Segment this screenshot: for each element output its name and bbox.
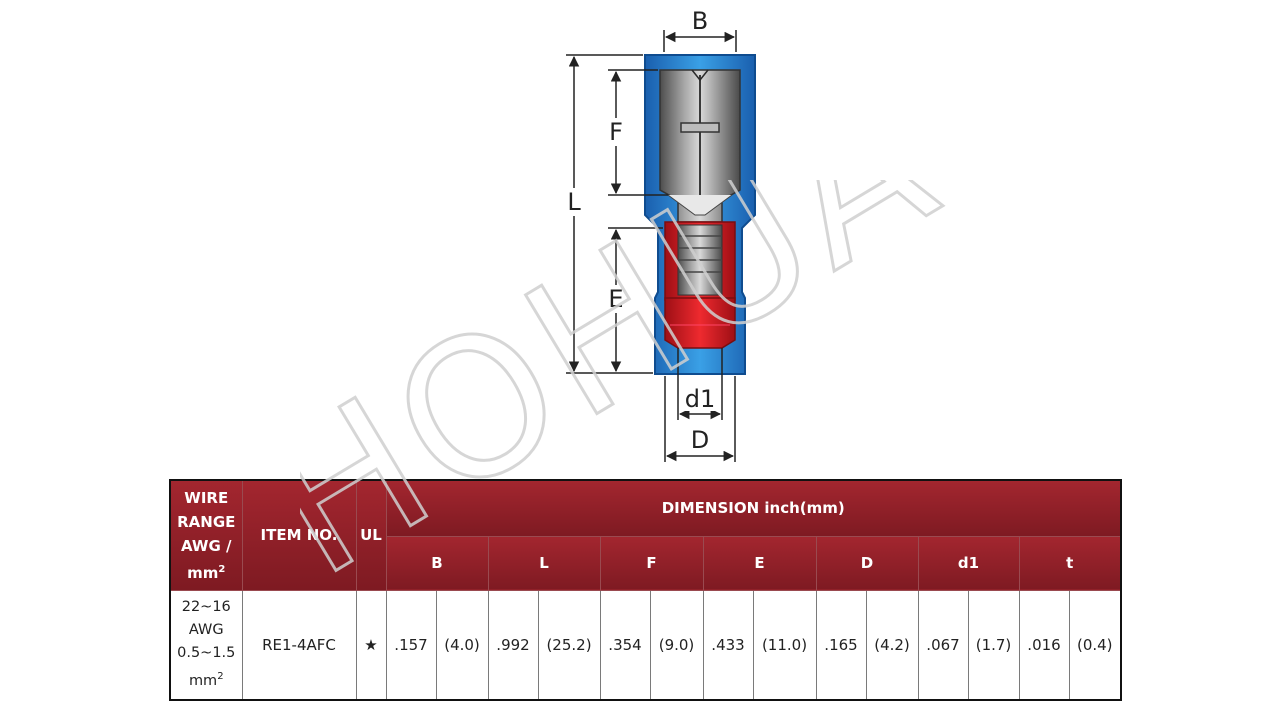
dimension-L: L (561, 54, 653, 374)
table-row: 22~16 AWG 0.5~1.5 mm2 RE1-4AFC ★ .157 (4… (169, 589, 1122, 700)
cell-d1-inch: .067 (917, 589, 969, 700)
wire-range-mm: 0.5~1.5 (177, 645, 236, 662)
dimension-label-L: L (567, 188, 581, 216)
dimension-label-B: B (692, 7, 708, 35)
header-wire-range: WIRE RANGE AWG / mm2 (169, 479, 243, 591)
dimension-label-E: E (608, 285, 623, 313)
dimension-B: B (663, 7, 737, 52)
cell-F-inch: .354 (599, 589, 651, 700)
cell-E-mm: (11.0) (752, 589, 817, 700)
dimension-F: F (604, 69, 668, 196)
cell-F-mm: (9.0) (649, 589, 704, 700)
header-wire-range-sup: 2 (218, 563, 226, 575)
header-item-no: ITEM NO. (241, 479, 357, 591)
header-col-d1: d1 (917, 535, 1020, 591)
header-wire-range-text: WIRE RANGE AWG / mm (177, 488, 236, 582)
dimension-E: E (604, 227, 663, 373)
cell-t-mm: (0.4) (1068, 589, 1122, 700)
wire-barrel (664, 221, 736, 349)
dimension-label-D: D (691, 426, 709, 454)
terminal-diagram: B L F E d1 D (561, 7, 756, 462)
cell-t-inch: .016 (1018, 589, 1070, 700)
cell-ul-star: ★ (355, 589, 387, 700)
cell-wire-range: 22~16 AWG 0.5~1.5 mm2 (169, 589, 243, 700)
cell-L-inch: .992 (487, 589, 539, 700)
cell-D-mm: (4.2) (865, 589, 919, 700)
header-col-B: B (385, 535, 489, 591)
header-col-L: L (487, 535, 601, 591)
dimension-label-d1: d1 (685, 385, 716, 413)
cell-D-inch: .165 (815, 589, 867, 700)
cell-E-inch: .433 (702, 589, 754, 700)
dimension-label-F: F (609, 118, 623, 146)
cell-B-inch: .157 (385, 589, 437, 700)
header-col-F: F (599, 535, 704, 591)
cell-item-no: RE1-4AFC (241, 589, 357, 700)
dimension-D: D (664, 376, 736, 462)
spec-table: WIRE RANGE AWG / mm2 ITEM NO. UL DIMENSI… (169, 479, 1122, 701)
wire-range-mm-unit: mm (188, 672, 218, 689)
dimension-d1: d1 (677, 348, 723, 420)
cell-L-mm: (25.2) (537, 589, 601, 700)
metal-receptacle (659, 69, 741, 223)
header-col-t: t (1018, 535, 1122, 591)
cell-B-mm: (4.0) (435, 589, 489, 700)
cell-d1-mm: (1.7) (967, 589, 1020, 700)
header-col-D: D (815, 535, 919, 591)
wire-range-awg: 22~16 AWG (181, 599, 231, 639)
wire-range-mm-sup: 2 (217, 671, 224, 683)
header-col-E: E (702, 535, 817, 591)
header-dimension: DIMENSION inch(mm) (385, 479, 1122, 537)
header-ul: UL (355, 479, 387, 591)
